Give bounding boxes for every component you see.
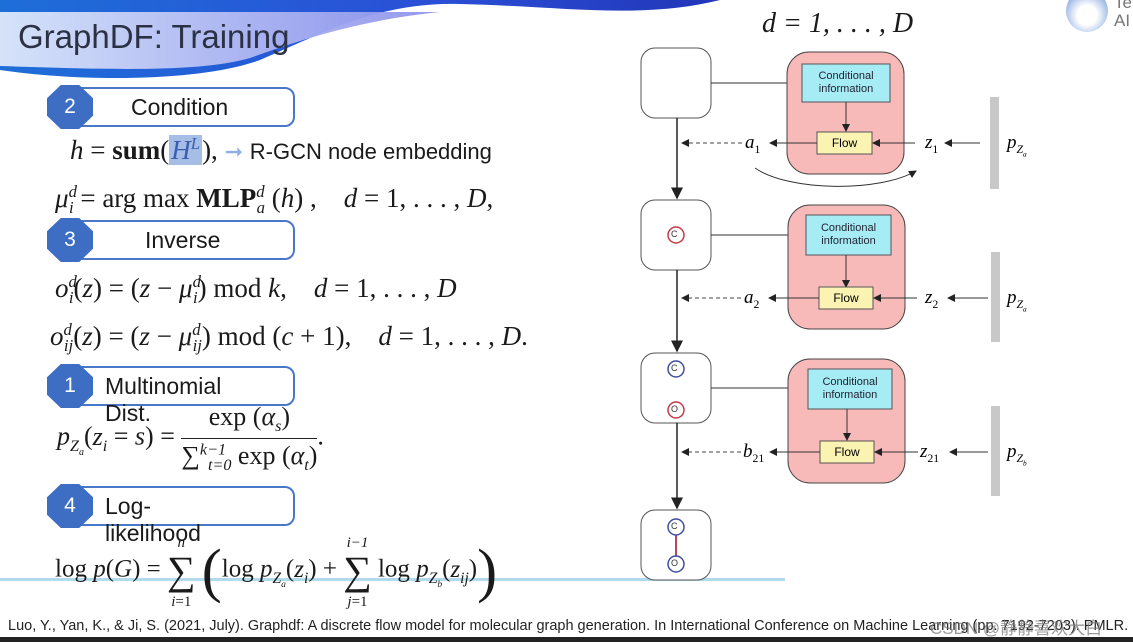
title-banner (0, 0, 720, 79)
loglikelihood-equation: log p(G) = n∑i=1 (log pZa(zi) + i−1∑j=1 … (55, 535, 498, 610)
mu-equation: μdi = arg max MLPda (h) , d = 1, . . . ,… (55, 182, 494, 218)
multinomial-equation: pZa(zi = s) = exp (αs)∑k−1t=0 exp (αt). (57, 402, 324, 475)
watermark: CSDN @静静喜欢大白 (930, 619, 1103, 638)
atom-c: C (671, 363, 678, 373)
step-label: Multinomial Dist. (105, 373, 222, 426)
condition-equation: h = sum(HL), ➞ R-GCN node embedding (70, 134, 492, 165)
flow-block-1 (681, 51, 999, 189)
atom-o: O (671, 404, 679, 414)
flow-label: Flow (833, 291, 859, 305)
output-label: b21 (743, 441, 765, 465)
inverse-equation-2: odij(z) = (z − μdij) mod (c + 1), d = 1,… (50, 320, 528, 356)
step-label: Inverse (145, 227, 221, 253)
flow-label: Flow (831, 136, 858, 150)
bottom-bar (0, 637, 1133, 642)
flow-label: Flow (834, 445, 860, 459)
step-label: Log-likelihood (105, 493, 201, 546)
diagram-header: d = 1, . . . , D (762, 8, 914, 39)
atom-c: C (671, 521, 678, 531)
flow-block-2 (667, 204, 1000, 342)
prior-label: pZa (1007, 132, 1027, 159)
latent-label: z2 (925, 287, 939, 311)
latent-label: z21 (920, 441, 940, 465)
output-label: a1 (745, 132, 761, 156)
prior-label: pZb (1007, 441, 1027, 468)
atom-o: O (671, 558, 679, 568)
step-label: Condition (131, 94, 229, 120)
slide-title: GraphDF: Training (18, 18, 290, 55)
video-progress-line (0, 578, 785, 581)
output-label: a2 (744, 287, 760, 311)
flow-block-3 (667, 358, 1000, 496)
atom-c: C (671, 229, 678, 239)
step-number-badge: 2 (47, 85, 93, 129)
inverse-equation-1: odi(z) = (z − μdi) mod k, d = 1, . . . ,… (55, 272, 457, 308)
step-number-badge: 3 (47, 218, 93, 262)
prior-label: pZa (1007, 287, 1027, 314)
step-number-badge: 1 (47, 364, 93, 408)
latent-label: z1 (925, 132, 939, 156)
step-number-badge: 4 (47, 484, 93, 528)
final-graph (667, 518, 685, 573)
graph-state-box-0 (640, 47, 712, 119)
reference-citation: Luo, Y., Yan, K., & Ji, S. (2021, July).… (8, 618, 1129, 634)
